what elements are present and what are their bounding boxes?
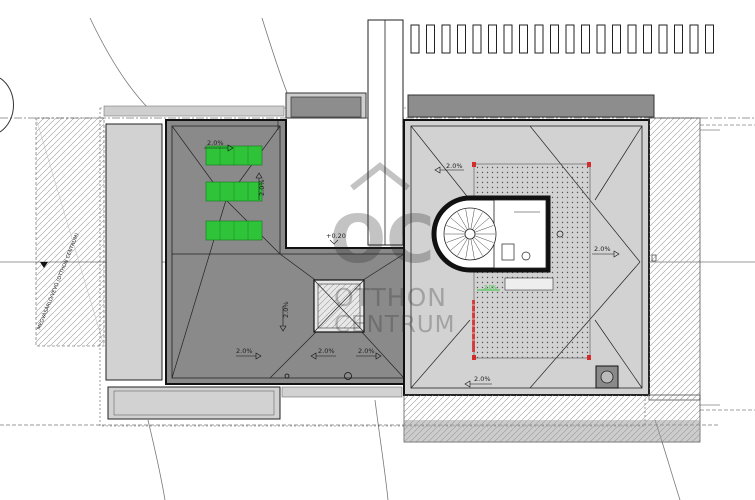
house-logo-icon: OC <box>330 162 435 278</box>
stair-step <box>474 235 494 243</box>
site-curve-bottom-left <box>147 419 166 500</box>
chimney-icon <box>595 365 619 389</box>
stair-tower <box>431 195 564 273</box>
stair-step <box>472 238 483 256</box>
stair-step <box>472 212 483 230</box>
parking-stall <box>534 24 544 54</box>
slope-label: 2.0% <box>594 245 611 253</box>
parking-stall <box>705 24 714 54</box>
watermark-line1: OTTHON <box>334 283 447 312</box>
parking-stall <box>643 24 652 54</box>
parking-stall <box>457 24 466 54</box>
slope-annotations <box>204 120 620 388</box>
parking-stall <box>410 24 420 54</box>
axis-marker-icon <box>40 262 48 268</box>
parking-stall <box>627 24 637 54</box>
roof-drain-icon <box>284 373 290 379</box>
neighbor-plot: MEGVÁSÁRLÓ/VEVŐ (OTTHON CENTRUM) <box>35 117 105 347</box>
stair-step <box>473 217 490 231</box>
watermark-logo: OC OTTHON CENTRUM <box>330 162 456 338</box>
slope-label: 2.0% <box>446 162 463 170</box>
parking-stall <box>441 24 451 54</box>
slope-label: 2.0% <box>474 375 491 383</box>
site-arc <box>0 77 14 133</box>
stair-step <box>470 238 475 259</box>
stair-step <box>470 209 475 230</box>
parking-stall <box>519 24 528 54</box>
slope-label: 2.0% <box>236 347 253 355</box>
parking-stalls <box>410 24 714 54</box>
slope-label: 2.0% <box>358 347 375 355</box>
slope-label: 2.0% <box>207 139 224 147</box>
stair-step <box>450 237 467 251</box>
stair-step <box>473 237 490 251</box>
parking-stall <box>488 24 497 54</box>
parking-stall <box>565 24 575 54</box>
level-label: +0.20 <box>326 232 346 240</box>
site-curve-mid <box>261 17 289 96</box>
stair-step <box>446 235 466 243</box>
roof-drain-icon <box>344 372 352 380</box>
chimney-shaft <box>367 19 404 246</box>
stair-step <box>450 217 467 231</box>
stair-step <box>457 238 468 256</box>
parking-stall <box>503 24 513 54</box>
svg-text:OC: OC <box>330 201 435 278</box>
parking-stall <box>689 24 699 54</box>
spiral-stair-icon <box>443 207 497 261</box>
stair-step <box>465 238 470 259</box>
stair-step <box>446 225 466 233</box>
parking-stall <box>658 24 668 54</box>
parking-stall <box>426 24 435 54</box>
site-curve-bottom-mid <box>374 399 389 500</box>
parking-stall <box>472 24 482 54</box>
stair-step <box>465 209 470 230</box>
watermark-line2: CENTRUM <box>334 312 456 338</box>
slope-label: 2.0% <box>318 347 335 355</box>
stair-step <box>474 225 494 233</box>
slope-label: 2.0% <box>484 285 497 291</box>
slope-label: 2.0% <box>282 301 290 318</box>
site-curve-left <box>89 17 151 111</box>
parking-stall <box>612 24 621 54</box>
parking-stall <box>596 24 606 54</box>
parking-stall <box>581 24 590 54</box>
parking-stall <box>550 24 559 54</box>
parking-stall <box>674 24 683 54</box>
slope-label: 2.0% <box>258 179 266 196</box>
stair-step <box>457 212 468 230</box>
skylight <box>313 279 365 333</box>
